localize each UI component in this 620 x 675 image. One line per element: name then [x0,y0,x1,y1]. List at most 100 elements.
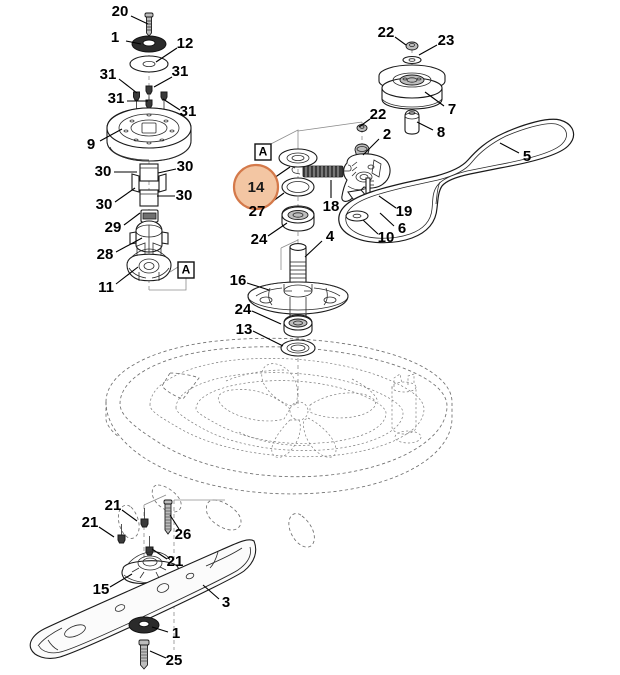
leader-2 [362,138,380,156]
reference-box-a-top: A [254,143,272,161]
leader-31-b [153,76,173,88]
leader-13 [252,330,284,347]
part-28-coupling [129,220,169,253]
deck-outlet [391,373,417,435]
leader-22-lower [358,118,371,128]
callout-label-24-up: 24 [251,231,268,248]
leader-21-c [151,548,168,560]
part-29-bushing [140,209,159,223]
callout-label-18: 18 [323,198,340,215]
leader-11 [115,266,139,285]
leader-1-blade [151,626,169,633]
mower-deck-ghost [105,337,453,548]
callout-label-7: 7 [448,101,456,118]
highlight-circle[interactable] [232,163,280,211]
leader-30-c [114,187,136,203]
leader-21-b [98,526,115,538]
leader-28 [115,237,143,253]
leader-1-top [125,40,142,45]
callout-labels: 20 1 12 31 31 31 31 9 30 30 30 30 29 28 … [82,3,532,669]
callout-label-11: 11 [98,279,114,296]
leader-4 [304,240,323,258]
callout-label-31-c: 31 [108,90,125,107]
leader-31-a [118,78,138,94]
leader-30-b [157,168,177,174]
callout-label-21-c: 21 [167,553,184,570]
callout-label-30-c: 30 [96,196,113,213]
part-27-o-ring [281,177,315,197]
leader-31-d [162,98,181,111]
callout-label-19: 19 [396,203,413,220]
callout-label-5: 5 [523,148,531,165]
highlighted-callout-14[interactable]: 14 [232,163,280,211]
callout-label-4: 4 [326,228,335,245]
part-25-blade-bolt [138,639,150,670]
callout-label-30-b: 30 [177,158,194,175]
part-7-idler-pulley [378,64,446,110]
leader-26 [169,514,180,530]
callout-label-26: 26 [175,526,192,543]
callout-label-31-b: 31 [172,63,189,80]
leader-29 [123,212,141,226]
callout-label-27: 27 [249,203,266,220]
part-26-long-screw [163,499,173,535]
callout-label-23: 23 [438,32,455,49]
part-16-spindle-hub [247,281,349,315]
callout-label-29: 29 [105,219,122,236]
leader-9 [99,128,123,142]
callout-label-10: 10 [378,229,395,246]
leader-12 [155,47,178,63]
part-5-drive-belt [338,118,575,244]
part-18-spring [291,164,352,178]
leader-7 [424,91,445,107]
leader-23 [418,44,438,56]
leader-8 [416,121,434,131]
leader-20 [130,15,149,25]
callout-label-12: 12 [177,35,194,52]
callout-label-28: 28 [97,246,114,263]
leader-3 [202,584,220,600]
callout-label-1-top: 1 [111,29,119,46]
part-11-housing [126,242,172,282]
callout-label-15: 15 [93,581,110,598]
leader-22-upper [394,36,407,46]
leader-6 [379,212,395,227]
callout-label-16: 16 [230,272,247,289]
leader-24-upper [267,222,288,237]
reference-box-a-bottom: A [177,261,195,279]
part-23-washer [402,55,422,65]
reference-boxes: A A [177,143,272,279]
part-9-pulley [106,107,192,162]
callout-label-6: 6 [398,220,406,237]
callout-label-31-a: 31 [100,66,117,83]
callout-label-21-a: 21 [105,497,122,514]
part-22-nut-upper [405,41,419,51]
part-14-washer [278,148,318,168]
callout-label-8: 8 [437,124,445,141]
leader-15 [109,573,133,588]
callout-label-30-a: 30 [95,163,112,180]
part-22-nut-lower [356,124,368,132]
callout-label-20: 20 [112,3,129,20]
part-3-mower-blade [29,539,257,659]
callout-label-31-d: 31 [180,103,197,120]
callout-label-22-up: 22 [378,24,395,41]
leader-5 [499,142,520,154]
callout-label-3: 3 [222,594,230,611]
callout-label-25: 25 [166,652,183,669]
callout-label-24-low: 24 [235,301,252,318]
leader-25 [149,650,167,659]
callout-label-13: 13 [236,321,253,338]
part-24-bearing-upper [281,205,315,232]
part-30-spacers [131,163,167,207]
part-20-bolt [144,12,154,37]
part-21-screws [117,508,154,556]
part-13-seal-ring [280,339,316,357]
part-8-spacer [404,109,420,135]
reference-box-a-top-label: A [259,145,268,159]
callout-label-21-b: 21 [82,514,99,531]
leader-10 [362,219,379,235]
part-10-washer [345,210,369,222]
